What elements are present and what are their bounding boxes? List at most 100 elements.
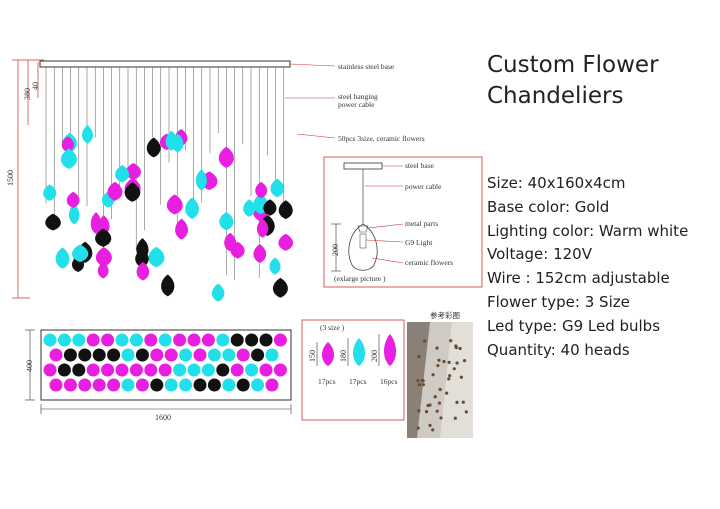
plan-flower — [207, 378, 221, 392]
pendant-flower — [195, 169, 207, 191]
photo-pendant — [423, 339, 427, 343]
photo-pendant — [449, 339, 453, 343]
pendant-flower — [95, 247, 112, 267]
pendant-flower — [230, 241, 245, 259]
label-detail-ceramic-flowers: ceramic flowers — [405, 258, 453, 267]
pendant-flower — [90, 212, 102, 234]
spec-item: Base color: Gold — [487, 197, 610, 216]
plan-flower — [135, 378, 149, 392]
pendant-flower — [135, 248, 149, 268]
pendant-flower — [55, 247, 70, 269]
photo-pendant — [453, 416, 457, 420]
photo-pendant — [416, 426, 420, 430]
plan-flower — [92, 378, 106, 392]
plan-flower — [245, 363, 259, 377]
label-power-cable: power cable — [338, 100, 375, 109]
plan-flower — [193, 378, 207, 392]
photo-pendant — [437, 401, 442, 405]
plan-flower — [121, 348, 135, 362]
pendant-flower — [161, 274, 175, 297]
pendant-flower — [68, 203, 80, 225]
pendant-flower — [175, 218, 188, 240]
plan-flower — [251, 378, 265, 392]
size-flower — [353, 338, 365, 366]
plan-flower — [236, 378, 250, 392]
label-detail-power-cable: power cable — [405, 182, 442, 191]
pendant-flower — [146, 137, 161, 158]
label-metal-parts: metal parts — [405, 219, 438, 228]
pendant-flower — [219, 212, 234, 231]
photo-pendant — [417, 383, 422, 387]
plan-flower — [63, 348, 77, 362]
plan-flower — [207, 348, 221, 362]
pendant-flower — [278, 233, 293, 251]
plan-flower — [86, 363, 100, 377]
size-item: 200 16pcs — [370, 334, 398, 386]
label-steel-base: steel base — [405, 161, 435, 170]
photo-pendant — [445, 391, 449, 395]
pendant-flower — [269, 257, 281, 275]
plan-flower — [265, 348, 279, 362]
pendant-flower — [61, 136, 75, 153]
pendant-flower — [66, 191, 80, 209]
dim-40: 40 — [31, 82, 40, 90]
plan-flower — [57, 333, 71, 347]
plan-flower — [179, 378, 193, 392]
size-caption: (3 size ) — [320, 323, 345, 332]
spec-item: Led type: G9 Led bulbs — [487, 316, 661, 335]
size-height: 200 — [370, 350, 379, 362]
spec-item: Lighting color: Warm white — [487, 221, 689, 240]
pendant-flower — [97, 262, 109, 279]
photo-pendant — [454, 345, 458, 350]
plan-flower — [150, 378, 164, 392]
size-count: 16pcs — [380, 377, 398, 386]
photo-pendant — [442, 359, 446, 364]
pendant-flower — [81, 125, 94, 144]
plan-flower — [101, 333, 115, 347]
photo-pendant — [452, 367, 456, 371]
dim-1500: 1500 — [6, 170, 15, 186]
plan-flower — [107, 378, 121, 392]
pendant-flower — [243, 199, 256, 217]
size-flower — [322, 342, 334, 366]
photo-pendant — [438, 387, 442, 392]
photo-pendant — [464, 410, 468, 414]
pendant-flower — [270, 178, 284, 198]
pendant-flower — [171, 133, 184, 153]
photo-pendant — [436, 363, 440, 368]
plan-flower — [135, 348, 149, 362]
plan-flower — [49, 348, 63, 362]
label-steel-hanging: steel hanging — [338, 92, 378, 101]
pendant-flower — [124, 182, 141, 202]
detail-view: 200 steel base power cable metal parts G… — [323, 156, 483, 288]
page-title-line-2: Chandeliers — [487, 83, 624, 109]
plan-flower — [222, 348, 236, 362]
plan-flower — [86, 333, 100, 347]
plan-flower — [164, 348, 178, 362]
plan-flower — [158, 363, 172, 377]
plan-flower — [72, 363, 86, 377]
plan-flower — [107, 348, 121, 362]
photo-pendant — [433, 395, 437, 399]
pendant-flower — [125, 163, 141, 180]
photo-pendant — [435, 409, 439, 413]
pendant-flower — [43, 184, 57, 201]
photo-pendant — [416, 378, 420, 383]
plan-flower — [43, 333, 57, 347]
heading-block: Custom Flower Chandeliers — [487, 50, 717, 112]
photo-pendant — [431, 428, 435, 432]
plan-view: 400 1600 — [25, 329, 292, 422]
plan-flower — [129, 333, 143, 347]
detail-caption: (exlarge picture ) — [334, 274, 386, 283]
plan-flower — [72, 333, 86, 347]
photo-pendant — [455, 361, 459, 365]
plan-flower — [78, 378, 92, 392]
photo-pendant — [437, 358, 441, 362]
pendant-flower — [60, 148, 77, 169]
plan-flower — [57, 363, 71, 377]
pendant-flower — [211, 283, 225, 302]
plan-flower — [230, 363, 244, 377]
